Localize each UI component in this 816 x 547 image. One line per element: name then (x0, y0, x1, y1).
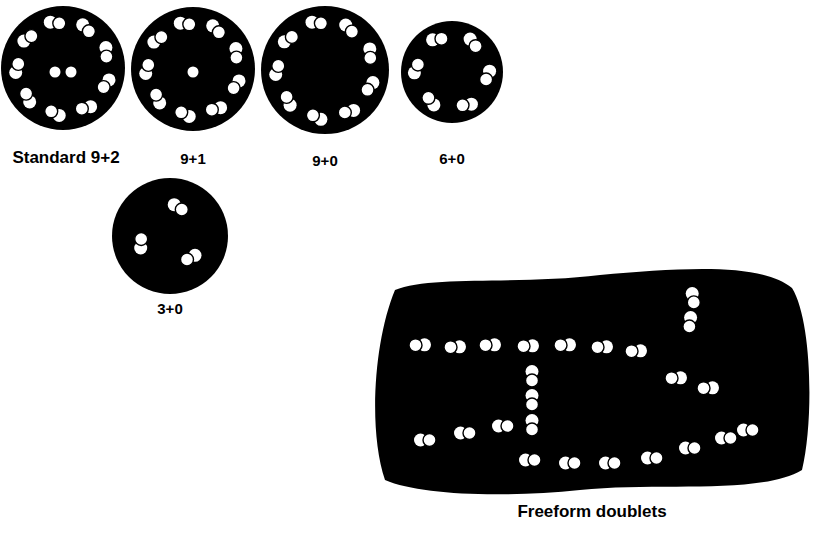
microtubule (135, 233, 148, 246)
microtubule (361, 83, 374, 96)
microtubule (409, 339, 422, 352)
microtubule (608, 457, 621, 470)
microtubule (435, 32, 448, 45)
microtubule (463, 427, 476, 440)
microtubule (687, 296, 700, 309)
microtubule (100, 50, 113, 63)
microtubule (230, 51, 243, 64)
microtubule (285, 30, 298, 43)
microtubule (422, 91, 435, 104)
section-label: 6+0 (439, 150, 464, 167)
freeform-membrane (375, 269, 809, 494)
microtubule (227, 82, 240, 95)
section-label: 3+0 (157, 300, 182, 317)
microtubule (181, 253, 194, 266)
microtubule (697, 382, 710, 395)
microtubule (82, 25, 95, 38)
microtubule (314, 17, 327, 30)
microtubule (175, 203, 188, 216)
microtubule (280, 90, 293, 103)
microtubule (688, 442, 701, 455)
microtubule (517, 340, 530, 353)
microtubule (526, 423, 539, 436)
microtubule (591, 341, 604, 354)
microtubule (25, 30, 38, 43)
microtubule (528, 454, 541, 467)
microtubule (665, 372, 678, 385)
microtubule (188, 67, 199, 78)
microtubule (212, 26, 225, 39)
microtubule (12, 57, 25, 70)
microtubule (554, 339, 567, 352)
microtubule (338, 106, 351, 119)
axoneme-6-0 (401, 21, 503, 123)
section-label: Freeform doublets (517, 502, 666, 522)
microtubule (345, 25, 358, 38)
microtubule (175, 106, 188, 119)
microtubule (97, 81, 110, 94)
microtubule (480, 73, 493, 86)
axoneme-9-2 (1, 6, 125, 130)
microtubule (150, 88, 163, 101)
microtubule (20, 87, 33, 100)
microtubule (45, 105, 58, 118)
section-label: Standard 9+2 (12, 148, 119, 168)
microtubule (411, 58, 424, 71)
microtubule (456, 99, 469, 112)
microtubule (272, 59, 285, 72)
microtubule (66, 67, 77, 78)
microtubule (683, 320, 696, 333)
microtubule (568, 457, 581, 470)
microtubule (746, 424, 759, 437)
microtubule (724, 432, 737, 445)
axoneme-9-1 (131, 7, 255, 131)
microtubule (650, 452, 663, 465)
microtubule (469, 40, 482, 53)
axoneme-9-0 (261, 6, 389, 134)
microtubule (526, 398, 539, 411)
section-label: 9+0 (312, 152, 337, 169)
microtubule (364, 51, 377, 64)
microtubule (423, 434, 436, 447)
microtubule-doublets (9, 16, 759, 470)
microtubule (526, 374, 539, 387)
microtubule (306, 109, 319, 122)
axoneme-3-0 (112, 178, 228, 294)
section-label: 9+1 (180, 150, 205, 167)
microtubule (479, 339, 492, 352)
microtubule (53, 17, 66, 30)
microtubule (205, 103, 218, 116)
microtubule (501, 420, 514, 433)
microtubule (142, 58, 155, 71)
microtubule (444, 341, 457, 354)
microtubule (625, 345, 638, 358)
microtubule (75, 102, 88, 115)
microtubule (155, 31, 168, 44)
microtubule (50, 67, 61, 78)
microtubule (183, 18, 196, 31)
